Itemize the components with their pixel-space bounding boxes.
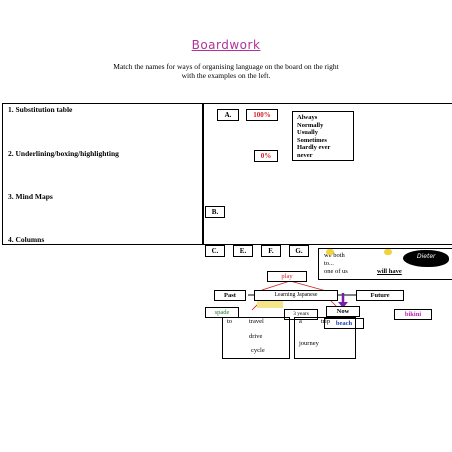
highlight-mark-yellow xyxy=(326,249,334,255)
page-title: Boardwork xyxy=(191,38,261,52)
column-travel: travel xyxy=(249,318,264,325)
method-item-underlining: 2. Underlining/boxing/highlighting xyxy=(8,149,119,158)
methods-panel xyxy=(2,103,204,245)
word-usually: Usually xyxy=(297,129,318,136)
sub-line-2: to... xyxy=(324,260,334,267)
label-b: B. xyxy=(205,206,225,218)
method-item-columns: 4. Columns xyxy=(8,235,45,244)
scale-top-value: 100% xyxy=(246,109,278,121)
substitution-table-example: we both to... one of us will have xyxy=(318,248,452,280)
sub-line-3: one of us xyxy=(324,268,348,275)
word-hardly-ever: Hardly ever xyxy=(297,144,331,151)
instructions-line-1: Match the names for ways of organising l… xyxy=(113,62,339,71)
word-normally: Normally xyxy=(297,121,324,129)
column-drive: drive xyxy=(249,333,263,340)
column-journey: journey xyxy=(299,340,319,347)
ink-blob-image: Dieter xyxy=(403,250,449,267)
label-c: C. xyxy=(205,245,225,257)
mindmap-play: play xyxy=(267,271,307,282)
timeline-future: Future xyxy=(356,290,404,301)
column-verbs: to travel drive cycle xyxy=(222,317,290,359)
highlight-mark-yellow-2 xyxy=(384,249,392,255)
highlight-mark-gold xyxy=(257,301,283,308)
scale-bottom-value: 0% xyxy=(254,150,278,162)
label-a: A. xyxy=(217,109,239,121)
instructions-line-2: with the examples on the left. xyxy=(181,71,271,80)
method-item-substitution-table: 1. Substitution table xyxy=(8,105,73,114)
instructions: Match the names for ways of organising l… xyxy=(40,62,412,80)
label-f: F. xyxy=(261,245,281,257)
column-to: to xyxy=(227,318,233,325)
sub-will-have: will have xyxy=(377,268,402,275)
timeline-now: Now xyxy=(326,306,360,317)
examples-panel xyxy=(202,103,452,245)
frequency-word-list: Always Normally Usually Sometimes Hardly… xyxy=(292,111,354,161)
column-a: a xyxy=(299,318,302,325)
word-beach: beach xyxy=(324,318,364,329)
label-g: G. xyxy=(289,245,309,257)
sub-line-1: we both xyxy=(324,252,345,259)
timeline-learning: Learning Japanese xyxy=(254,290,338,301)
word-sometimes: Sometimes xyxy=(297,136,327,144)
ink-blob-text: Dieter xyxy=(417,253,436,260)
label-e: E. xyxy=(233,245,253,257)
column-trip: trip xyxy=(321,318,331,325)
word-never: never xyxy=(297,151,313,159)
word-always: Always xyxy=(297,114,318,121)
method-item-mind-maps: 3. Mind Maps xyxy=(8,192,53,201)
column-cycle: cycle xyxy=(251,347,265,354)
timeline-past: Past xyxy=(214,290,246,301)
column-nouns: a trip journey xyxy=(294,317,356,359)
timeline-years: 3 years xyxy=(284,309,318,320)
word-bikini: bikini xyxy=(394,309,432,320)
